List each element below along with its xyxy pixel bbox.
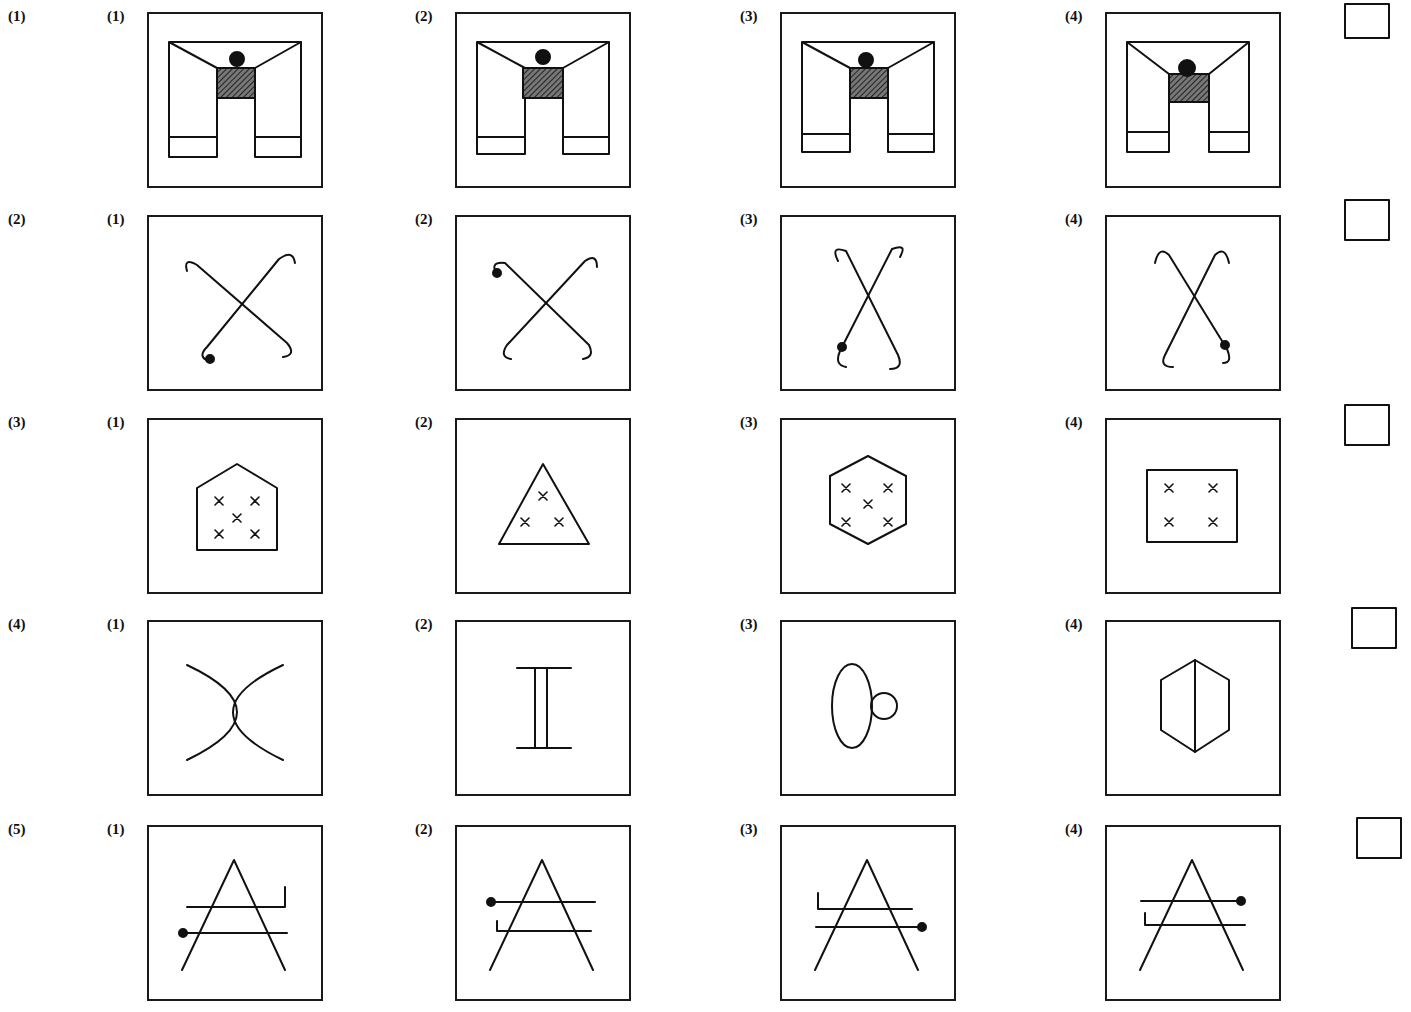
hook-cross xyxy=(835,247,902,369)
option-box: (2) xyxy=(455,825,631,1001)
question-number: (5) xyxy=(8,821,26,838)
polygon-crosses xyxy=(499,464,589,544)
question-number: (1) xyxy=(8,8,26,25)
option-box: (1) xyxy=(147,12,323,188)
option-number: (3) xyxy=(740,414,758,431)
option-box: (2) xyxy=(455,215,631,391)
m-figure xyxy=(169,42,301,157)
option-box: (1) xyxy=(147,215,323,391)
option-box: (1) xyxy=(147,620,323,796)
divided-hexagon xyxy=(1161,660,1229,752)
option-number: (4) xyxy=(1065,821,1083,838)
polygon-crosses xyxy=(197,464,277,550)
option-box: (4) xyxy=(1105,825,1281,1001)
option-box: (2) xyxy=(455,620,631,796)
option-box: (3) xyxy=(780,215,956,391)
option-number: (4) xyxy=(1065,8,1083,25)
hook-cross xyxy=(1155,251,1229,367)
hook-cross xyxy=(186,255,295,363)
option-number: (3) xyxy=(740,616,758,633)
option-number: (2) xyxy=(415,211,433,228)
m-figure xyxy=(477,42,609,154)
touching-arcs xyxy=(187,665,283,760)
option-box: (4) xyxy=(1105,215,1281,391)
option-number: (2) xyxy=(415,414,433,431)
option-box: (4) xyxy=(1105,12,1281,188)
m-figure xyxy=(802,42,934,152)
option-number: (3) xyxy=(740,821,758,838)
option-box: (2) xyxy=(455,418,631,594)
option-number: (3) xyxy=(740,8,758,25)
option-number: (1) xyxy=(107,616,125,633)
question-number: (4) xyxy=(8,616,26,633)
polygon-crosses xyxy=(830,456,906,544)
option-box: (3) xyxy=(780,418,956,594)
option-number: (1) xyxy=(107,211,125,228)
question-number: (3) xyxy=(8,414,26,431)
ellipse-circle xyxy=(832,664,897,748)
option-number: (1) xyxy=(107,8,125,25)
hook-cross xyxy=(493,258,597,359)
option-box: (3) xyxy=(780,620,956,796)
option-box: (4) xyxy=(1105,620,1281,796)
option-number: (1) xyxy=(107,414,125,431)
a-figure xyxy=(179,860,287,970)
option-box: (3) xyxy=(780,12,956,188)
option-number: (4) xyxy=(1065,211,1083,228)
polygon-crosses xyxy=(1147,470,1237,542)
option-number: (4) xyxy=(1065,414,1083,431)
a-figure xyxy=(1140,860,1245,970)
option-box: (1) xyxy=(147,418,323,594)
a-figure xyxy=(487,860,595,970)
m-figure xyxy=(1127,42,1249,152)
option-box: (4) xyxy=(1105,418,1281,594)
option-number: (4) xyxy=(1065,616,1083,633)
i-beam xyxy=(517,668,571,748)
option-number: (1) xyxy=(107,821,125,838)
option-box: (2) xyxy=(455,12,631,188)
option-number: (2) xyxy=(415,8,433,25)
option-number: (3) xyxy=(740,211,758,228)
option-number: (2) xyxy=(415,616,433,633)
option-number: (2) xyxy=(415,821,433,838)
option-box: (1) xyxy=(147,825,323,1001)
a-figure xyxy=(815,860,926,970)
option-box: (3) xyxy=(780,825,956,1001)
question-number: (2) xyxy=(8,211,26,228)
answer-checkbox xyxy=(1345,4,1401,858)
